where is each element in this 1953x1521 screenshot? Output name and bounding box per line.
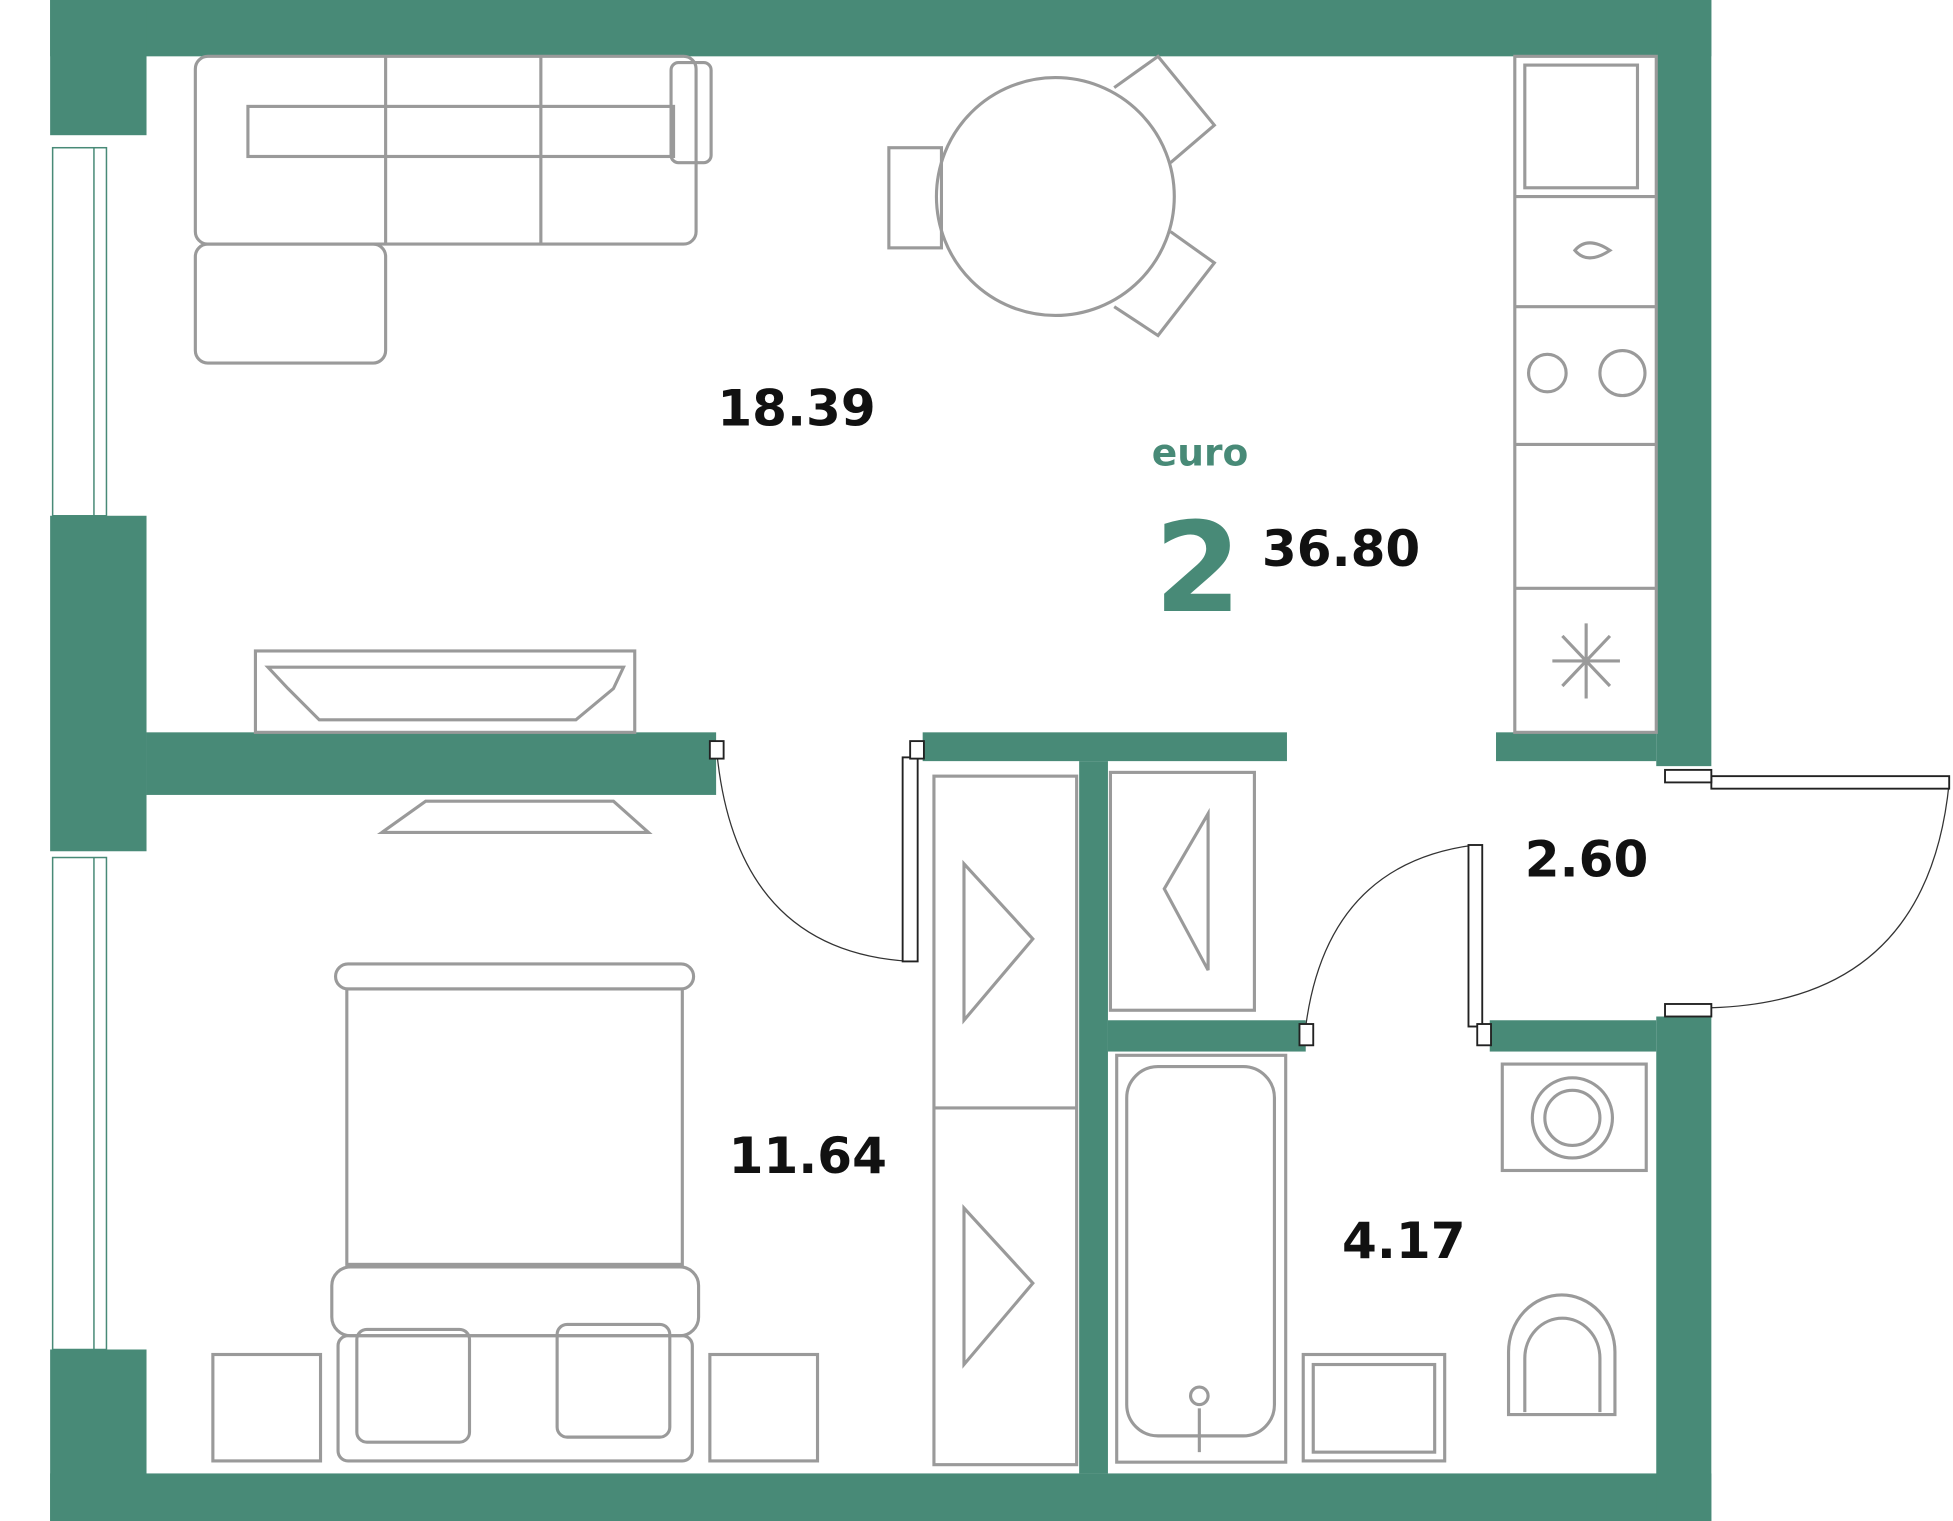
area-bedroom: 11.64 [729,1127,887,1185]
walls [50,0,1712,1521]
wardrobe [932,770,1256,1467]
tv-stand [253,649,653,835]
area-bathroom: 4.17 [1342,1212,1466,1270]
windows [51,146,108,1351]
sofa [193,54,713,365]
sink [1301,1352,1447,1463]
total-area: 36.80 [1262,520,1420,578]
bed [211,962,820,1463]
area-living-kitchen: 18.39 [717,380,875,438]
bathtub [1115,1053,1288,1464]
labels: 18.39 11.64 4.17 2.60 euro 2 36.80 [717,380,1648,1270]
area-hallway: 2.60 [1525,830,1649,888]
doors [708,740,1951,1047]
rooms-count: 2 [1154,495,1241,641]
kitchen [1513,54,1658,734]
type-label: euro [1152,431,1249,475]
furniture [193,54,1658,1467]
dining-table [887,54,1217,338]
toilet [1506,1293,1617,1417]
washing-machine [1500,1062,1648,1173]
